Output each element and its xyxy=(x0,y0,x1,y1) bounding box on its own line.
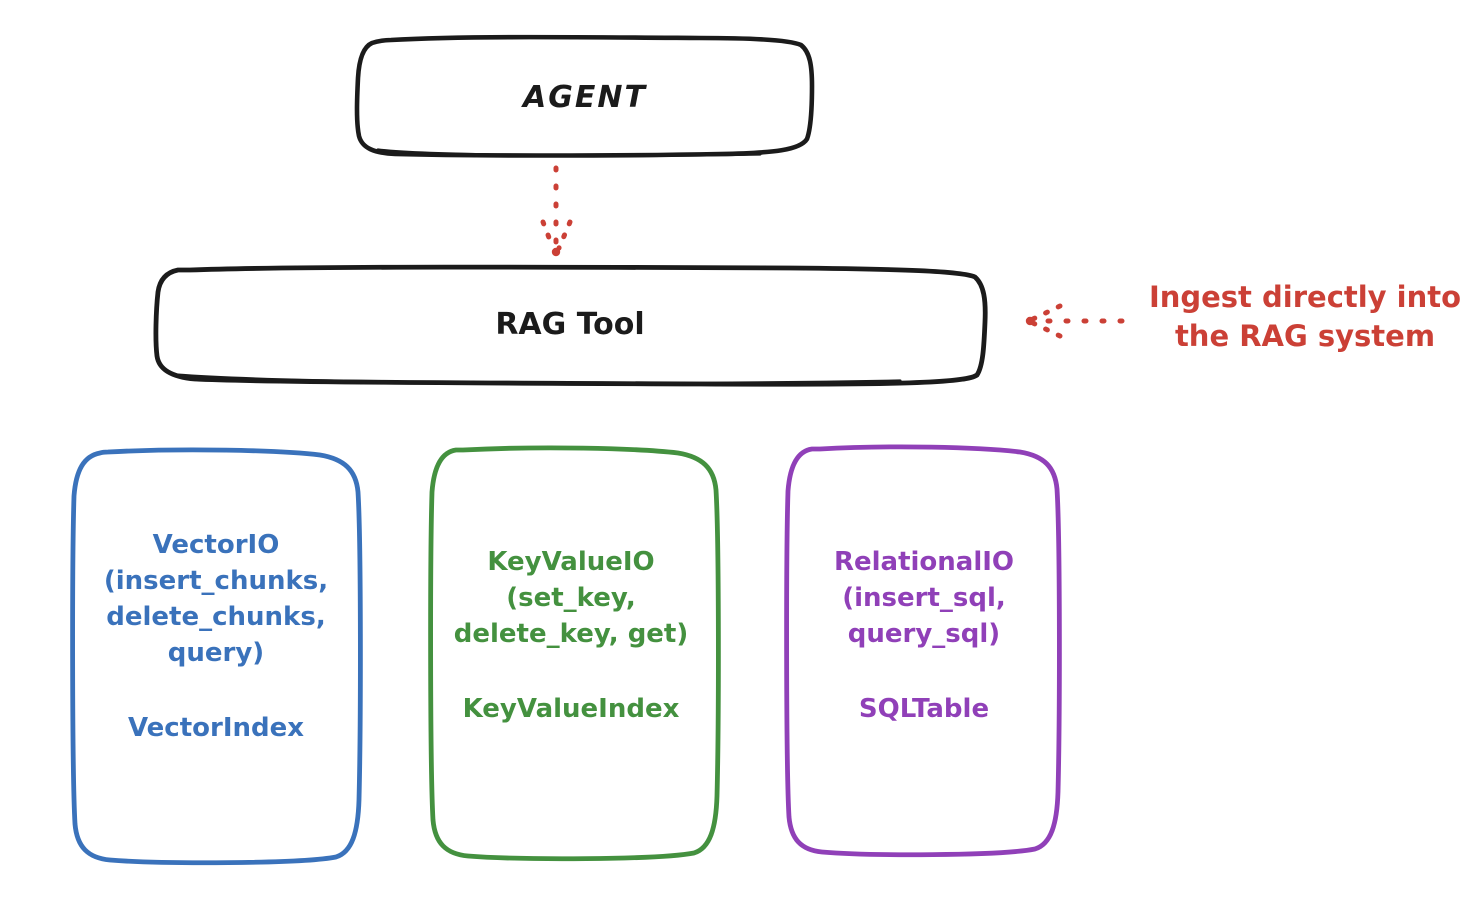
vector-api-text: VectorIO (insert_chunks, delete_chunks, … xyxy=(103,530,329,668)
relational-api-text: RelationalIO (insert_sql, query_sql) xyxy=(833,547,1015,649)
relational-node-label: RelationalIO (insert_sql, query_sql) SQL… xyxy=(788,545,1060,728)
vector-index-text: VectorIndex xyxy=(127,712,305,743)
relational-index-text: SQLTable xyxy=(858,693,990,724)
rag-tool-node-label: RAG Tool xyxy=(495,307,645,342)
keyvalue-api-text: KeyValueIO (set_key, delete_key, get) xyxy=(453,547,689,649)
agent-node-label: AGENT xyxy=(523,80,647,115)
keyvalue-index-text: KeyValueIndex xyxy=(462,693,680,724)
vector-node-label: VectorIO (insert_chunks, delete_chunks, … xyxy=(73,528,359,746)
ingest-to-rag-arrow xyxy=(1025,303,1125,339)
keyvalue-node-label: KeyValueIO (set_key, delete_key, get) Ke… xyxy=(428,545,714,728)
agent-to-rag-arrow xyxy=(540,165,573,257)
ingest-annotation-text: Ingest directly into the RAG system xyxy=(1148,280,1462,353)
